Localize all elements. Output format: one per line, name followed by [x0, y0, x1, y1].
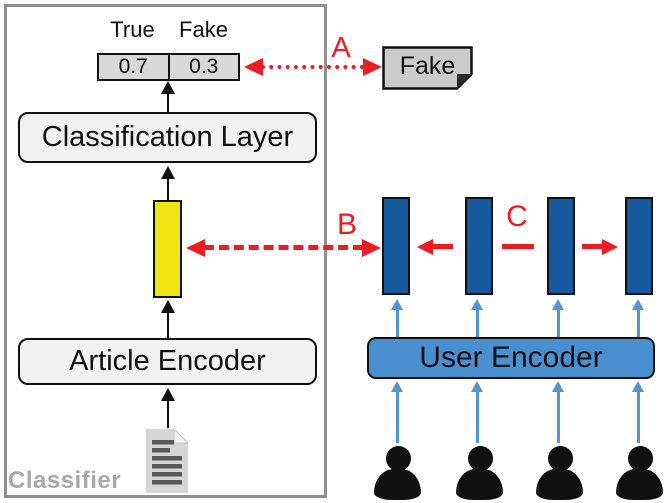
- true-probability-value: 0.7: [118, 55, 148, 78]
- probability-output: 0.7 0.3: [97, 53, 240, 81]
- arrow-c-right-line: [582, 244, 604, 249]
- blue-arrow-shaft: [395, 309, 399, 337]
- document-icon: [143, 427, 190, 499]
- article-encoder-box: Article Encoder: [18, 338, 317, 385]
- blue-arrow-shaft: [475, 309, 479, 337]
- prediction-note-label: Fake: [399, 52, 456, 80]
- arrow-c-left-head-icon: [417, 239, 433, 255]
- arrow-a-left-head-icon: [244, 58, 263, 76]
- user-embedding-bar: [382, 197, 410, 295]
- arrow-a-dotted-line: [261, 65, 364, 69]
- arrow-shaft: [167, 312, 169, 338]
- arrow-shaft: [167, 93, 169, 112]
- classification-layer-label: Classification Layer: [41, 121, 294, 153]
- blue-arrow-up-icon: [552, 381, 564, 392]
- user-embedding-bar: [465, 197, 493, 295]
- arrow-shaft: [167, 178, 169, 200]
- blue-arrow-up-icon: [632, 381, 644, 392]
- classifier-caption: Classifier: [8, 467, 122, 494]
- classification-layer-box: Classification Layer: [18, 112, 317, 163]
- annotation-c-label: C: [506, 200, 528, 233]
- arrow-up-icon: [161, 300, 175, 313]
- blue-arrow-shaft: [395, 391, 399, 443]
- blue-arrow-shaft: [556, 391, 560, 443]
- user-encoder-box: User Encoder: [367, 337, 655, 379]
- arrow-c-right-head-icon: [602, 239, 618, 255]
- article-encoder-label: Article Encoder: [69, 345, 266, 377]
- blue-arrow-up-icon: [552, 299, 564, 310]
- arrow-up-icon: [161, 388, 175, 401]
- fake-note-icon: [382, 46, 473, 95]
- annotation-a-label: A: [331, 32, 351, 64]
- arrow-b-right-head-icon: [362, 239, 381, 257]
- blue-arrow-shaft: [636, 391, 640, 443]
- fake-probability-value: 0.3: [167, 55, 239, 79]
- true-class-label: True: [110, 17, 155, 42]
- annotation-b-label: B: [336, 208, 357, 241]
- blue-arrow-up-icon: [391, 381, 403, 392]
- user-icon: [616, 446, 664, 500]
- arrow-up-icon: [161, 166, 175, 179]
- article-embedding-bar: [153, 200, 182, 298]
- arrow-c-left-line: [431, 244, 453, 249]
- arrow-b-dashed-line: [204, 245, 363, 250]
- user-encoder-label: User Encoder: [419, 341, 603, 374]
- user-icon: [536, 446, 584, 500]
- arrow-shaft: [167, 400, 169, 428]
- arrow-up-icon: [161, 81, 175, 94]
- blue-arrow-shaft: [475, 391, 479, 443]
- fake-class-label: Fake: [179, 17, 228, 42]
- blue-arrow-up-icon: [391, 299, 403, 310]
- blue-arrow-shaft: [636, 309, 640, 337]
- blue-arrow-up-icon: [471, 381, 483, 392]
- user-embedding-bar: [625, 197, 653, 295]
- user-embedding-bar: [547, 197, 575, 295]
- arrow-b-left-head-icon: [186, 239, 205, 257]
- user-icon: [456, 446, 504, 500]
- user-icon: [374, 446, 422, 500]
- blue-arrow-up-icon: [471, 299, 483, 310]
- blue-arrow-up-icon: [632, 299, 644, 310]
- c-dash-line: [502, 244, 534, 249]
- blue-arrow-shaft: [556, 309, 560, 337]
- arrow-a-right-head-icon: [363, 58, 382, 76]
